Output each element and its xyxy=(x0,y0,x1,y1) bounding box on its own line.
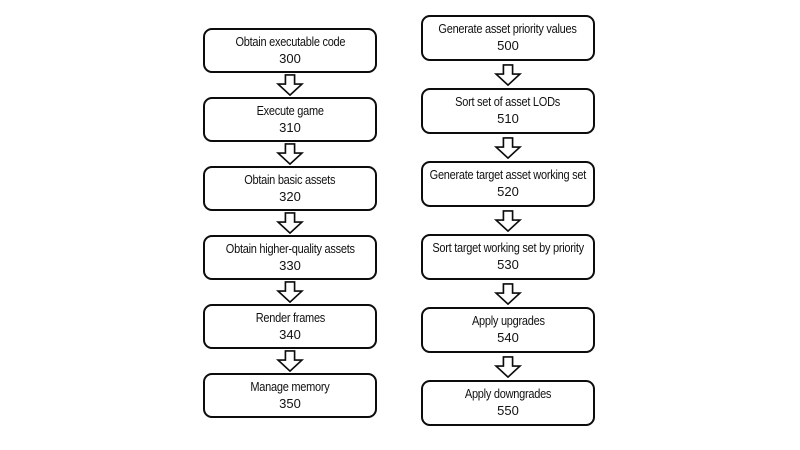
flow-node-number: 330 xyxy=(279,257,301,273)
flow-node-label: Apply upgrades xyxy=(471,314,545,329)
flow-node-550: Apply downgrades 550 xyxy=(421,380,595,426)
flow-node-number: 340 xyxy=(279,326,301,342)
flow-node-number: 320 xyxy=(279,188,301,204)
flow-node-500: Generate asset priority values 500 xyxy=(421,15,595,61)
down-block-arrow-icon xyxy=(493,63,523,86)
down-block-arrow-icon xyxy=(493,136,523,159)
flow-node-label: Obtain executable code xyxy=(235,34,345,49)
flow-node-number: 510 xyxy=(497,111,519,127)
flow-node-number: 540 xyxy=(497,330,519,346)
flow-node-310: Execute game 310 xyxy=(203,97,377,142)
flow-node-label: Obtain higher-quality assets xyxy=(225,241,355,256)
flow-node-label: Render frames xyxy=(255,310,325,325)
flow-node-530: Sort target working set by priority 530 xyxy=(421,234,595,280)
flow-node-350: Manage memory 350 xyxy=(203,373,377,418)
flow-node-label: Sort set of asset LODs xyxy=(455,95,561,110)
flow-node-label: Execute game xyxy=(256,103,324,118)
flow-node-520: Generate target asset working set 520 xyxy=(421,161,595,207)
flow-node-number: 500 xyxy=(497,38,519,54)
flow-node-number: 350 xyxy=(279,395,301,411)
flow-node-540: Apply upgrades 540 xyxy=(421,307,595,353)
flow-node-300: Obtain executable code 300 xyxy=(203,28,377,73)
flow-node-label: Obtain basic assets xyxy=(244,172,336,187)
down-block-arrow-icon xyxy=(275,281,305,303)
flow-node-330: Obtain higher-quality assets 330 xyxy=(203,235,377,280)
flow-left-column: Obtain executable code 300 Execute game … xyxy=(203,28,377,418)
flow-node-number: 310 xyxy=(279,119,301,135)
down-block-arrow-icon xyxy=(493,209,523,232)
flow-node-320: Obtain basic assets 320 xyxy=(203,166,377,211)
flow-node-number: 300 xyxy=(279,50,301,66)
flow-node-340: Render frames 340 xyxy=(203,304,377,349)
flow-node-label: Manage memory xyxy=(250,379,330,394)
down-block-arrow-icon xyxy=(275,74,305,96)
flow-node-label: Apply downgrades xyxy=(464,387,552,402)
down-block-arrow-icon xyxy=(493,282,523,305)
down-block-arrow-icon xyxy=(275,143,305,165)
down-block-arrow-icon xyxy=(275,350,305,372)
down-block-arrow-icon xyxy=(493,355,523,378)
flow-node-label: Sort target working set by priority xyxy=(432,241,584,256)
flow-node-number: 520 xyxy=(497,184,519,200)
flow-node-number: 550 xyxy=(497,403,519,419)
flow-node-number: 530 xyxy=(497,257,519,273)
flow-right-column: Generate asset priority values 500 Sort … xyxy=(421,15,595,426)
flow-node-label: Generate target asset working set xyxy=(429,168,587,183)
flow-node-510: Sort set of asset LODs 510 xyxy=(421,88,595,134)
flow-node-label: Generate asset priority values xyxy=(438,22,578,37)
down-block-arrow-icon xyxy=(275,212,305,234)
